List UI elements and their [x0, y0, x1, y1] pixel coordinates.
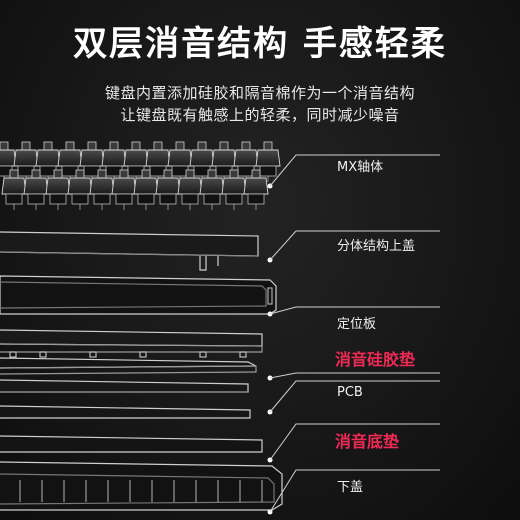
layer-label: 分体结构上盖	[337, 239, 416, 254]
plate-tab	[239, 351, 247, 358]
layer-label: 消音底垫	[335, 432, 400, 451]
callout-line	[269, 469, 440, 513]
layer-label: 下盖	[337, 480, 364, 495]
plate-tab	[199, 351, 207, 358]
callout-line	[269, 306, 440, 315]
callout	[267, 423, 440, 463]
callout	[267, 230, 440, 263]
plate-tab	[9, 351, 17, 358]
switch-shape	[167, 141, 193, 182]
callout	[267, 306, 440, 317]
plate-illustration	[0, 329, 263, 358]
callout-line	[269, 372, 440, 379]
bottom-case-illustration	[0, 461, 283, 511]
callout	[267, 372, 440, 381]
plate-tab	[89, 351, 97, 358]
foam-pad-illustration	[0, 435, 263, 453]
switch-shape	[1, 169, 27, 210]
switch-shape	[155, 169, 181, 210]
callout-line	[269, 154, 440, 187]
layer-label: 消音硅胶垫	[335, 350, 416, 369]
switch-shape	[23, 169, 49, 210]
switch-shape	[111, 169, 137, 210]
switch-shape	[45, 169, 71, 210]
top-case-illustration	[0, 231, 277, 315]
subtitle-line-1: 键盘内置添加硅胶和隔音棉作为一个消音结构	[104, 84, 415, 102]
plate-tab	[39, 351, 47, 358]
layer-label: PCB	[337, 385, 363, 400]
layer-label: 定位板	[337, 317, 377, 332]
silicone-pad-illustration	[0, 357, 257, 375]
page-title: 双层消音结构 手感轻柔	[73, 24, 447, 64]
subtitle-line-2: 让键盘既有触感上的轻柔，同时减少噪音	[120, 106, 400, 124]
callout	[267, 469, 440, 515]
callout-line	[269, 423, 440, 461]
callout	[267, 380, 440, 415]
switch-shape	[255, 141, 281, 182]
callout-line	[269, 230, 440, 261]
layer-label: MX轴体	[337, 160, 384, 175]
callout-lines	[267, 154, 440, 515]
callout-line	[269, 380, 440, 413]
pcb-illustration	[0, 379, 251, 419]
switch-shape	[89, 169, 115, 210]
plate-tab	[139, 351, 147, 358]
switch-shape	[243, 169, 269, 210]
mx-switches-illustration	[0, 141, 281, 210]
callout	[267, 154, 440, 189]
switch-shape	[177, 169, 203, 210]
